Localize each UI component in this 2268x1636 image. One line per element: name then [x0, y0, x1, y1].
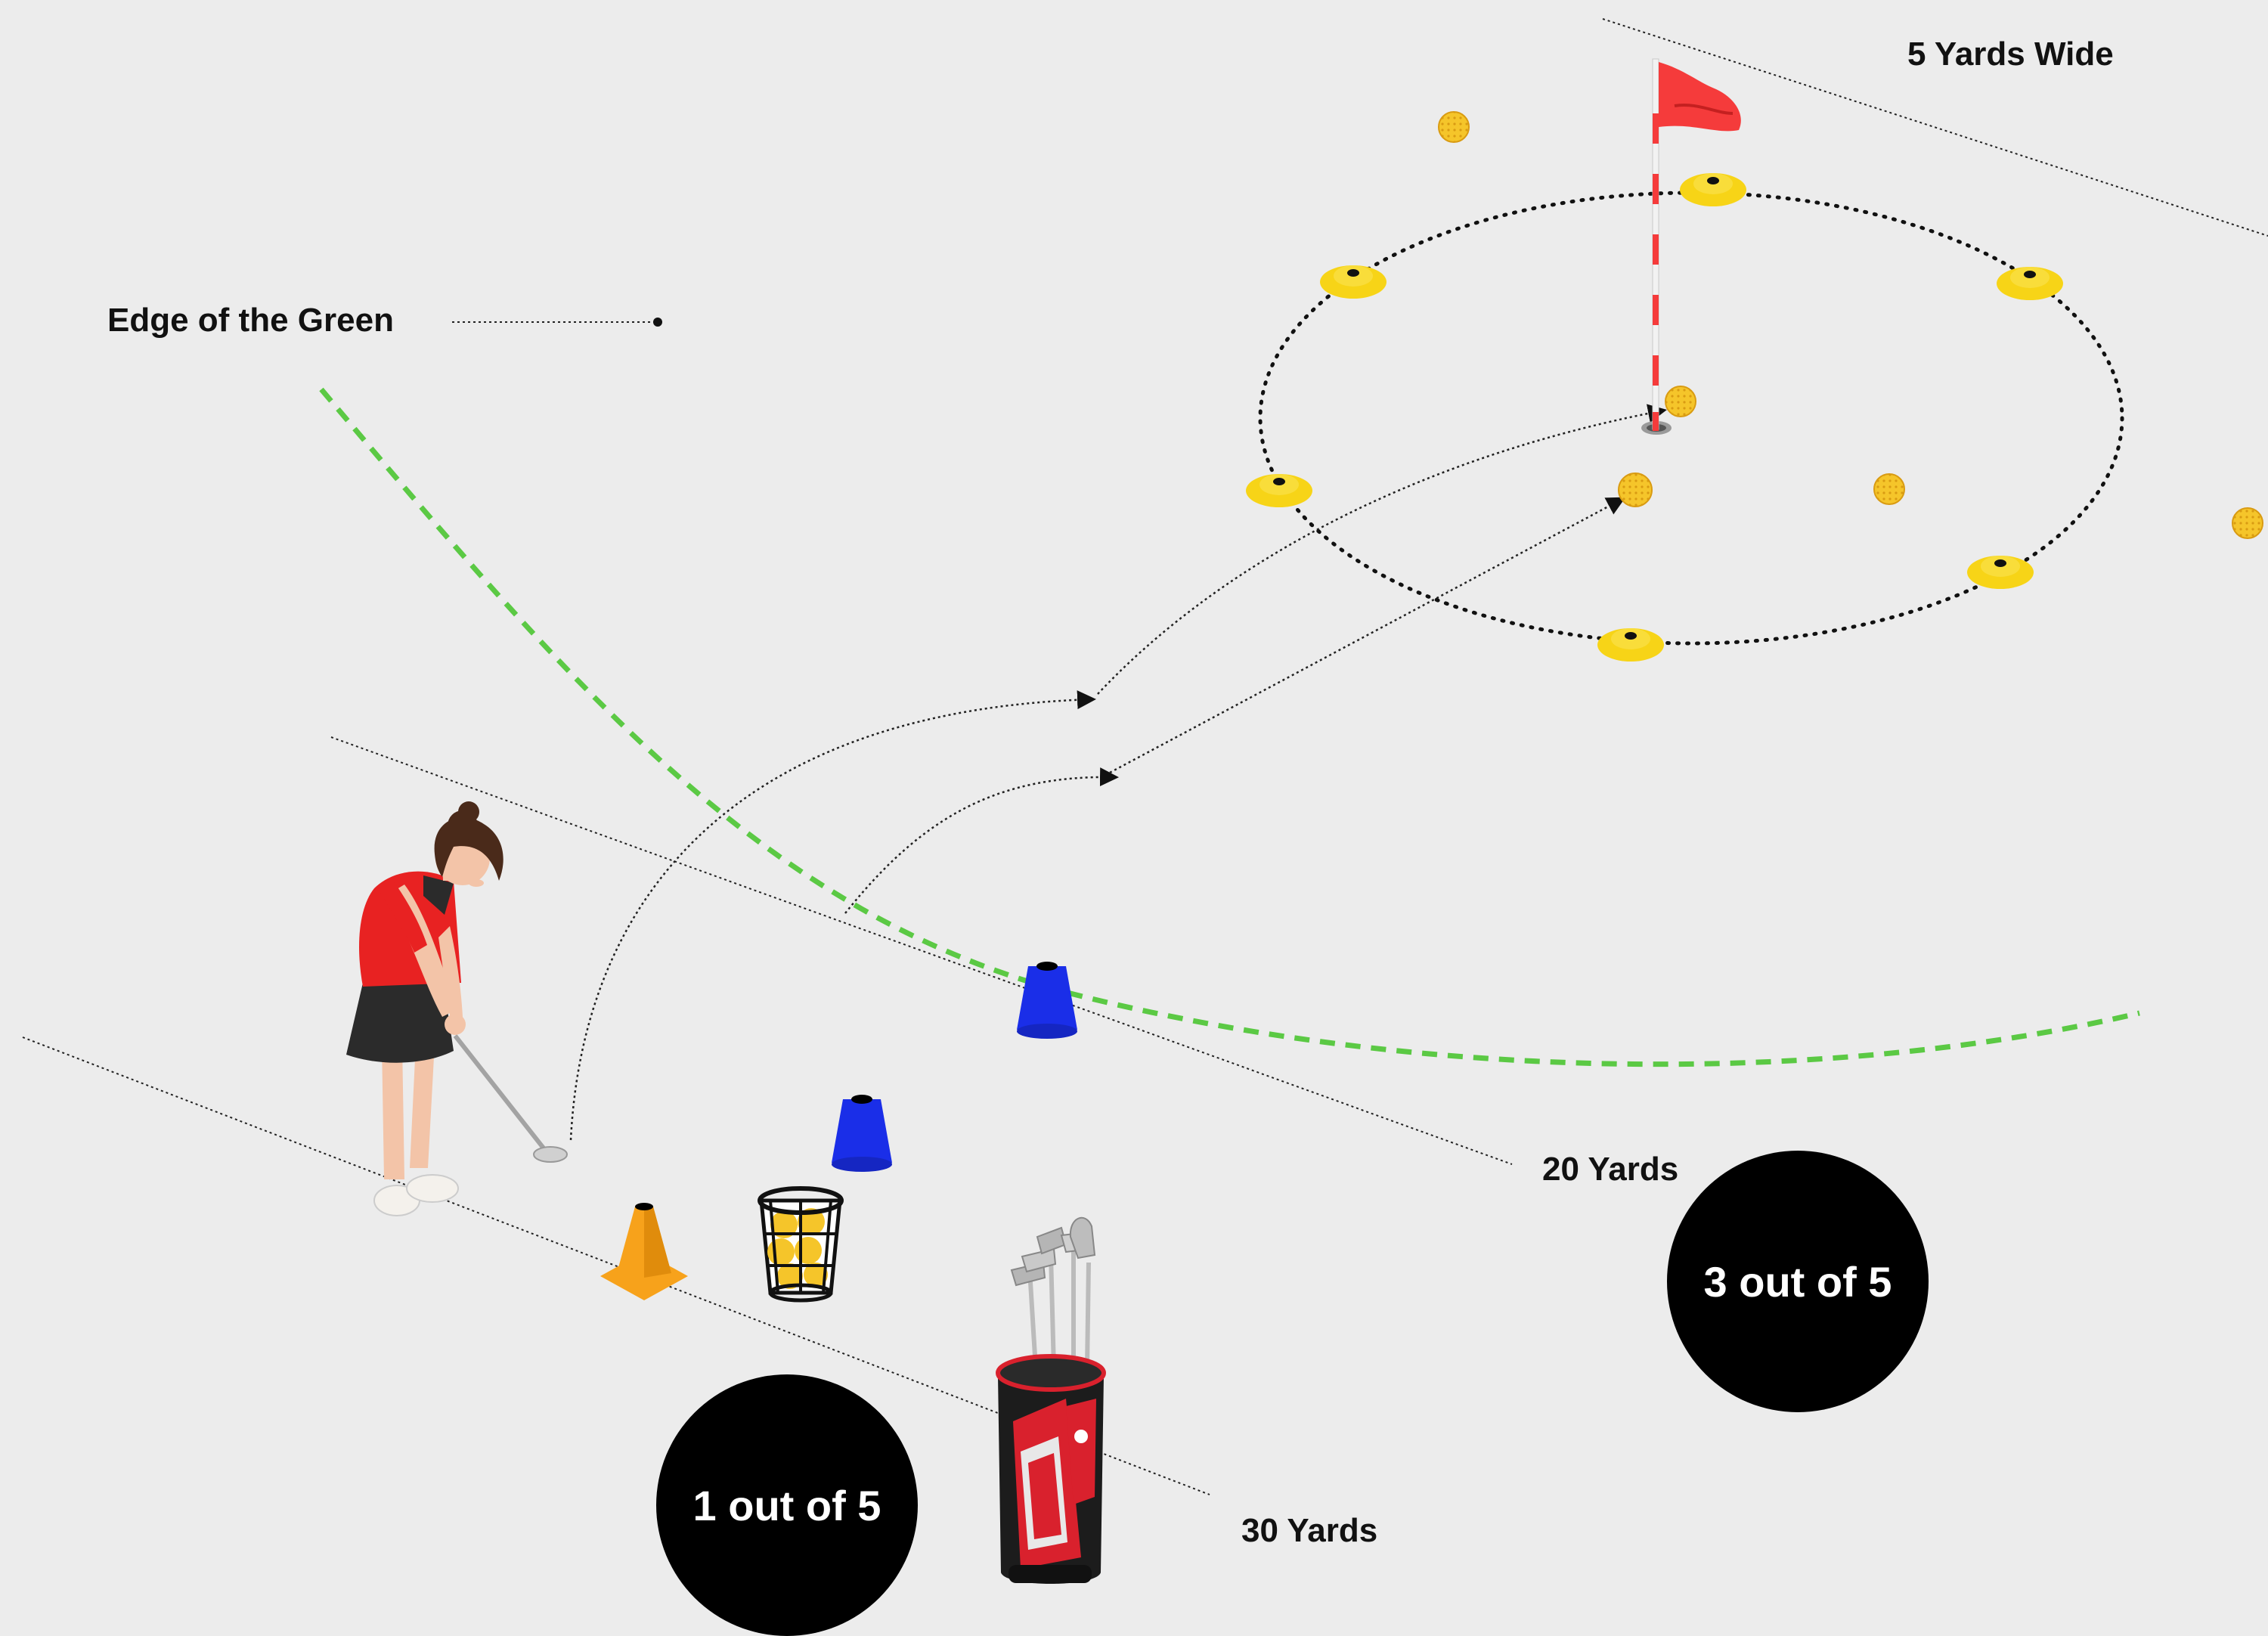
disc-cone — [1967, 556, 2034, 589]
green-edge-curve — [319, 387, 2140, 1067]
blue-cone — [832, 1095, 892, 1172]
disc-cone — [1997, 267, 2063, 300]
orange-cone — [600, 1203, 688, 1300]
disc-cone — [1246, 474, 1312, 507]
edge-leader-dot — [653, 318, 662, 327]
trajectory-2-roll — [1109, 497, 1626, 774]
trajectory-2 — [844, 767, 1119, 914]
blue-cone — [1017, 962, 1077, 1039]
golf-ball — [2232, 507, 2263, 539]
disc-cone — [1680, 173, 1746, 206]
disc-cone — [1597, 628, 1664, 662]
score-badge-3-of-5: 3 out of 5 — [1667, 1151, 1929, 1412]
label-30-yards: 30 Yards — [1241, 1512, 1378, 1549]
golf-ball — [1618, 473, 1653, 507]
disc-cone — [1320, 265, 1387, 299]
label-edge-of-green: Edge of the Green — [107, 302, 394, 339]
golfer-figure — [346, 801, 568, 1216]
golf-bag — [996, 1216, 1106, 1584]
width-line — [1602, 18, 2268, 237]
golf-ball — [1665, 386, 1696, 417]
golf-ball — [1873, 473, 1905, 505]
score-badge-1-of-5: 1 out of 5 — [656, 1374, 918, 1636]
trajectory-1 — [569, 690, 1096, 1141]
label-20-yards: 20 Yards — [1542, 1151, 1679, 1188]
trajectory-1-bounce — [1097, 404, 1667, 695]
label-width: 5 Yards Wide — [1907, 36, 2114, 73]
golf-ball — [1438, 111, 1470, 143]
ball-bucket — [758, 1186, 844, 1303]
flag-pin — [1641, 58, 1741, 435]
